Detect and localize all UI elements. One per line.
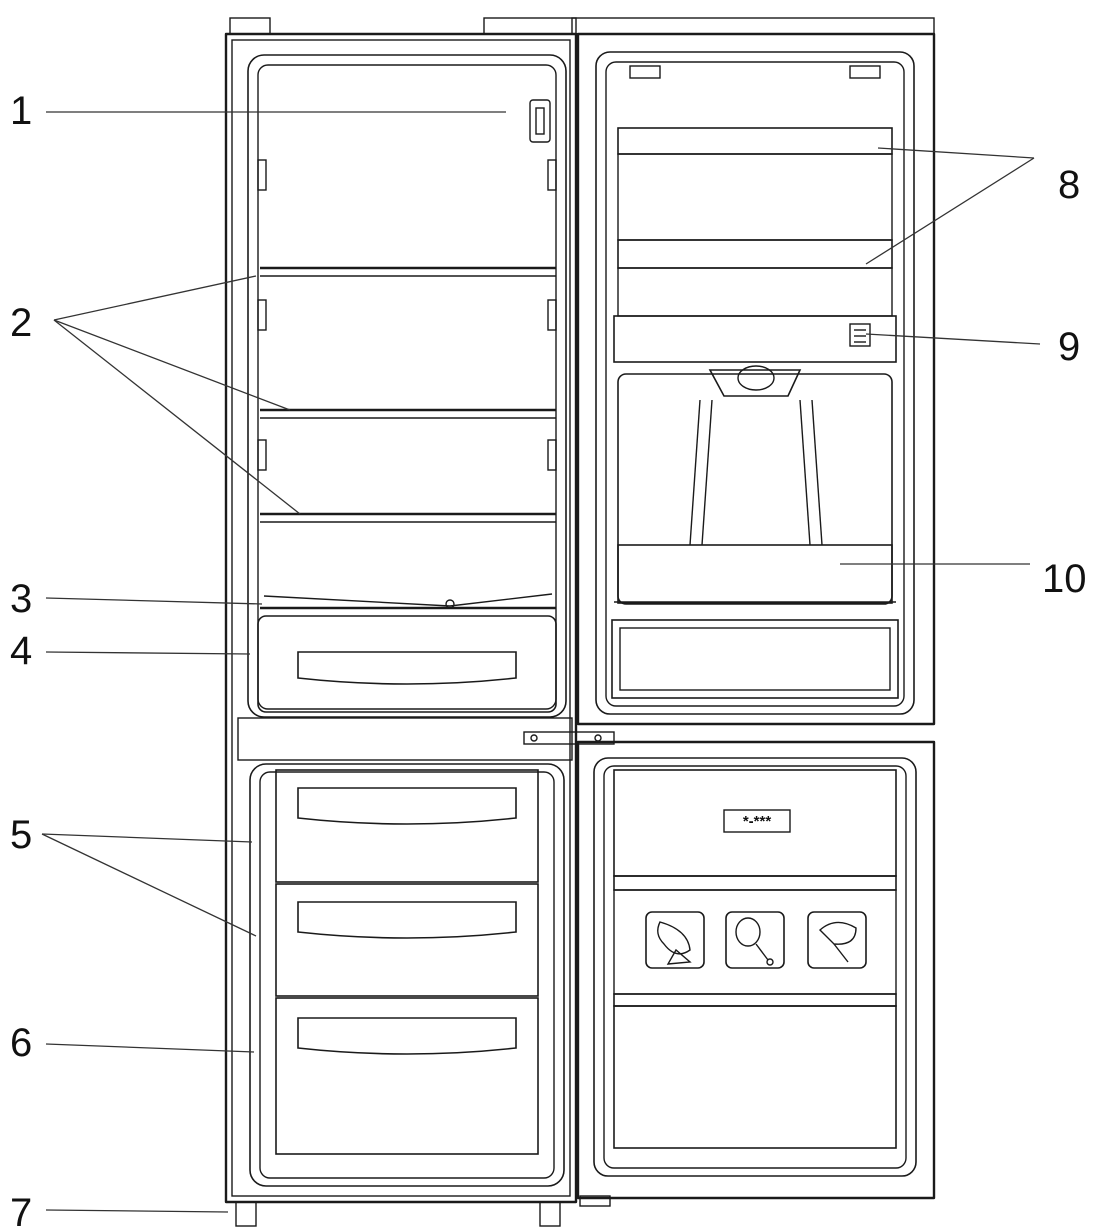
callout-labels: 1 2 3 4 5 6 7 8 9 10 bbox=[10, 89, 1087, 1231]
leader-9 bbox=[865, 333, 1041, 345]
bottom-hinge bbox=[579, 1195, 611, 1207]
callout-8: 8 bbox=[1058, 163, 1080, 207]
fridge-compartment bbox=[247, 54, 567, 718]
leader-4 bbox=[45, 651, 251, 655]
freezer-drawer-2 bbox=[275, 883, 539, 997]
crisper-drawer bbox=[257, 615, 557, 713]
leader-6 bbox=[45, 1043, 255, 1053]
freezer-drawer-1 bbox=[275, 769, 539, 883]
meat-icon bbox=[807, 911, 867, 969]
poultry-icon bbox=[725, 911, 785, 969]
leader-7 bbox=[45, 1209, 229, 1213]
leader-2b bbox=[53, 319, 291, 411]
door-lower-bin bbox=[611, 619, 899, 699]
leader-2c bbox=[53, 319, 301, 515]
door-rack-1 bbox=[617, 127, 893, 241]
glass-shelf-2 bbox=[260, 408, 556, 419]
leader-lines bbox=[41, 111, 1041, 1213]
star-rating-label: *-*** bbox=[743, 813, 772, 830]
callout-6: 6 bbox=[10, 1021, 32, 1065]
fridge-door bbox=[571, 17, 936, 726]
bottle-bin bbox=[614, 544, 896, 604]
callout-10: 10 bbox=[1042, 557, 1087, 601]
glass-shelf-1 bbox=[260, 266, 556, 277]
crisper-cover bbox=[260, 593, 556, 610]
leader-8b bbox=[865, 157, 1035, 265]
door-rack-2 bbox=[617, 239, 893, 317]
callout-5: 5 bbox=[10, 813, 32, 857]
callout-2: 2 bbox=[10, 301, 32, 345]
glass-shelf-3 bbox=[260, 512, 556, 523]
leader-8a bbox=[877, 147, 1035, 159]
leader-5a bbox=[41, 833, 253, 843]
cabinet bbox=[224, 17, 578, 1227]
callout-3: 3 bbox=[10, 577, 32, 621]
fish-icon bbox=[645, 911, 705, 969]
leader-2a bbox=[53, 275, 257, 321]
door-shelf-with-indicator bbox=[613, 315, 897, 363]
leader-5b bbox=[41, 833, 257, 937]
freezer-compartment bbox=[249, 763, 565, 1187]
freezer-star-rating: *-*** bbox=[723, 809, 791, 833]
callout-7: 7 bbox=[10, 1191, 32, 1231]
freezer-drawer-3 bbox=[275, 997, 539, 1155]
shelf-supports bbox=[257, 159, 557, 471]
callout-1: 1 bbox=[10, 89, 32, 133]
callout-4: 4 bbox=[10, 629, 32, 673]
callout-9: 9 bbox=[1058, 325, 1080, 369]
leader-3 bbox=[45, 597, 263, 605]
water-dispenser bbox=[617, 365, 893, 605]
freezer-door: *-*** bbox=[576, 740, 936, 1200]
interior-lamp bbox=[529, 99, 551, 143]
